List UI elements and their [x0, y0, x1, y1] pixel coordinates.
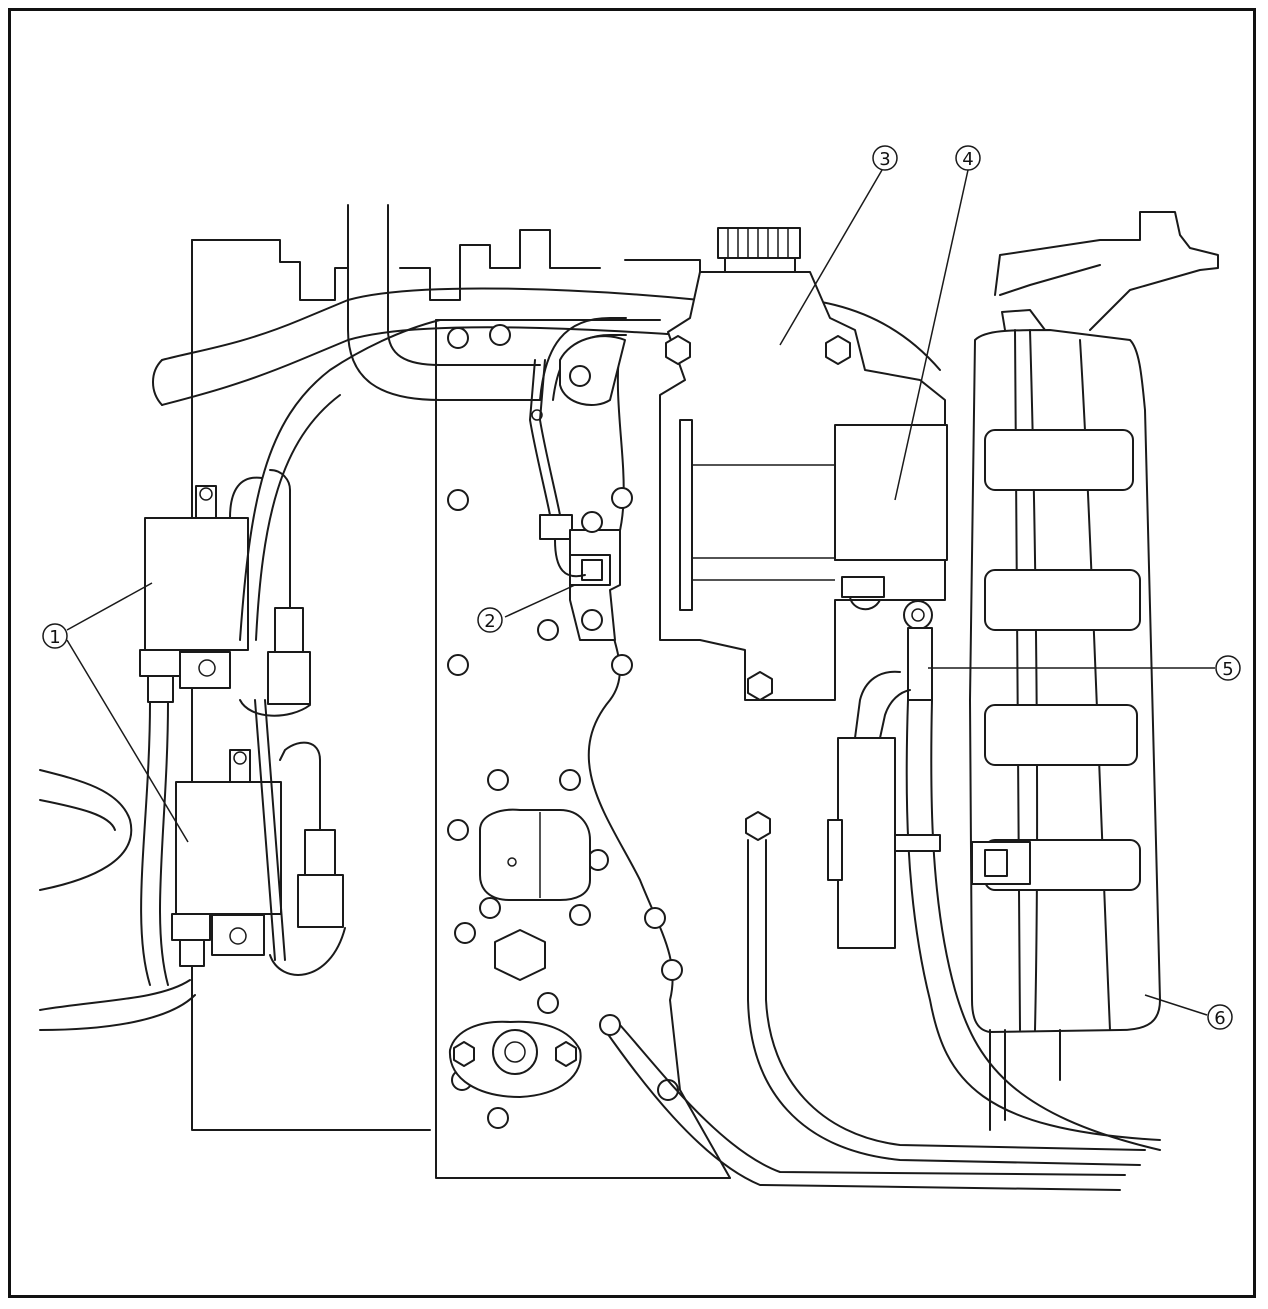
sensor-bracket [529, 317, 627, 641]
starter-motor [659, 227, 948, 701]
coil-connectors [239, 319, 441, 976]
callout-2: 2 [477, 607, 503, 633]
callout-2-label: 2 [484, 611, 495, 632]
callout-1: 1 [42, 623, 68, 649]
callout-3-label: 3 [879, 149, 890, 170]
leader-lines [66, 169, 1215, 1016]
ignition-coil-upper [139, 476, 263, 703]
callout-4: 4 [955, 145, 981, 171]
fuse-box-cover [969, 211, 1219, 1131]
callout-3: 3 [872, 145, 898, 171]
callout-6-label: 6 [1214, 1008, 1225, 1029]
callout-5: 5 [1215, 655, 1241, 681]
lower-mount [448, 1020, 582, 1098]
left-hoses [39, 701, 196, 1031]
relay-box [827, 670, 941, 949]
callout-1-label: 1 [49, 627, 60, 648]
callout-5-label: 5 [1222, 659, 1233, 680]
ignition-coil-lower [171, 749, 282, 967]
battery-cable [903, 600, 1161, 1151]
oil-pump-housing [479, 808, 591, 981]
callout-4-label: 4 [962, 149, 973, 170]
plate-bolts [447, 324, 683, 1129]
callout-6: 6 [1207, 1004, 1233, 1030]
diagram-frame [8, 8, 1256, 1298]
ground-cable [599, 811, 1146, 1191]
